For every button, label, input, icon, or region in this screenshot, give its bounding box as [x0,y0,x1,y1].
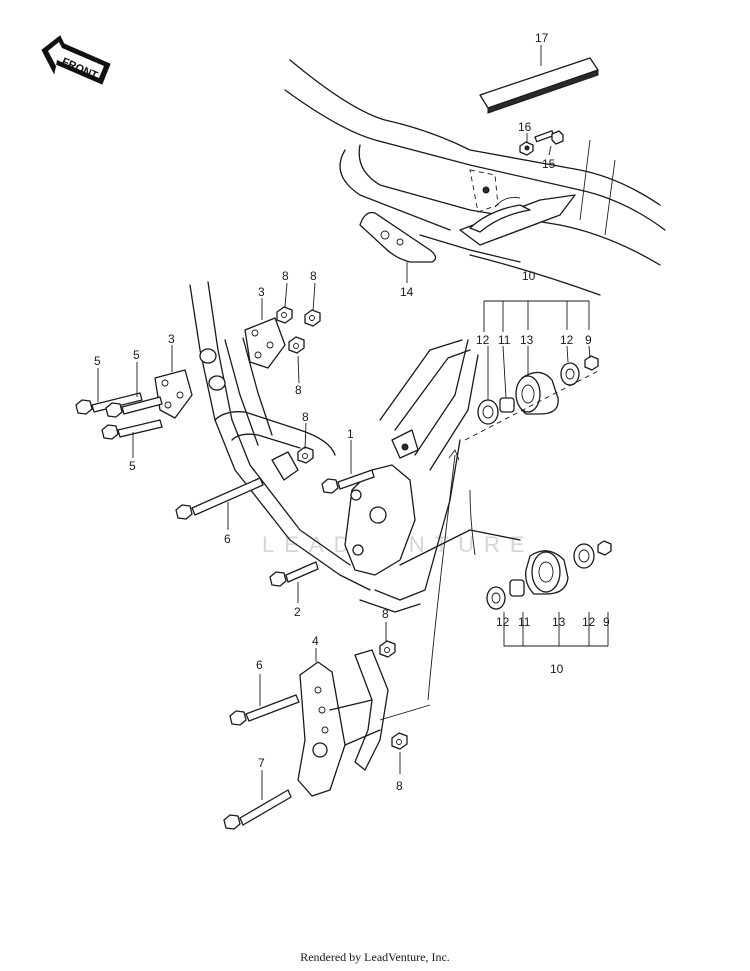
callout-1: 1 [347,427,354,441]
rear-bracket-assembly [459,194,576,246]
guide-line-2 [469,489,476,556]
callout-8-c: 8 [295,383,302,397]
callout-labels: 17 16 15 14 10 12 11 13 12 9 3 3 8 8 8 8… [94,31,610,793]
callout-8-f: 8 [396,779,403,793]
guide-arrow-icon [448,449,460,461]
callout-11-lower: 11 [518,615,531,629]
callout-15: 15 [542,157,556,171]
callout-8-a: 8 [282,269,289,283]
callout-14: 14 [400,285,414,299]
nut-8-c [288,336,305,354]
callout-12-lower-left: 12 [496,615,510,629]
guide-line [427,454,456,701]
callout-5-c: 5 [129,459,136,473]
callout-13-upper: 13 [520,333,534,347]
frame-outline [284,59,666,296]
callout-5-b: 5 [133,348,140,362]
callout-8-d: 8 [302,410,309,424]
bolt-5-a [75,392,143,415]
callout-2: 2 [294,605,301,619]
nut-8-e [379,640,396,658]
upper-roller-assembly [464,355,601,441]
bolt-7 [223,789,292,830]
callout-17: 17 [535,31,549,45]
callout-12-lower-right: 12 [582,615,596,629]
nut-8-a [276,306,293,324]
front-arrow-icon: FRONT [41,35,111,85]
callout-8-b: 8 [310,269,317,283]
chain-guard-14 [359,211,437,263]
nut-8-d [297,446,314,464]
callout-8-e: 8 [382,607,389,621]
bracket-3-lower [154,369,193,419]
nut-8-f [391,732,408,750]
bolt-5-c [101,419,163,440]
bolt-2 [269,561,319,587]
bolt-5-b [105,396,163,418]
callout-12-upper-left: 12 [476,333,490,347]
callout-11-upper: 11 [498,333,511,347]
bolt-6-upper [175,477,264,520]
nut-16 [519,141,534,156]
callout-4: 4 [312,634,319,648]
callout-3-upper: 3 [258,285,265,299]
callout-10-upper: 10 [522,269,536,283]
callout-6-lower: 6 [256,658,263,672]
callout-5-a: 5 [94,354,101,368]
bracket-3-upper [244,317,286,369]
callout-6-upper: 6 [224,532,231,546]
bolt-15 [534,130,564,145]
rubber-pad-17 [479,57,599,114]
mount-tab [271,451,299,481]
callout-13-lower: 13 [552,615,566,629]
callout-9-upper: 9 [585,333,592,347]
nut-8-b [304,309,321,327]
spacer-collars [199,348,226,391]
callout-3-lower: 3 [168,332,175,346]
callout-12-upper-right: 12 [560,333,574,347]
engine-mount-plate [344,429,419,576]
down-tubes [189,281,521,613]
frame-boss [469,169,499,213]
bolt-1 [321,469,375,494]
footer-credit: Rendered by LeadVenture, Inc. [300,950,450,964]
engine-bracket-4 [297,649,431,797]
bolt-6-lower [229,694,300,726]
callout-16: 16 [518,120,532,134]
callout-7: 7 [258,756,265,770]
leader-lines [97,45,609,800]
callout-10-lower: 10 [550,662,564,676]
callout-9-lower: 9 [603,615,610,629]
lower-roller-assembly [486,540,612,610]
